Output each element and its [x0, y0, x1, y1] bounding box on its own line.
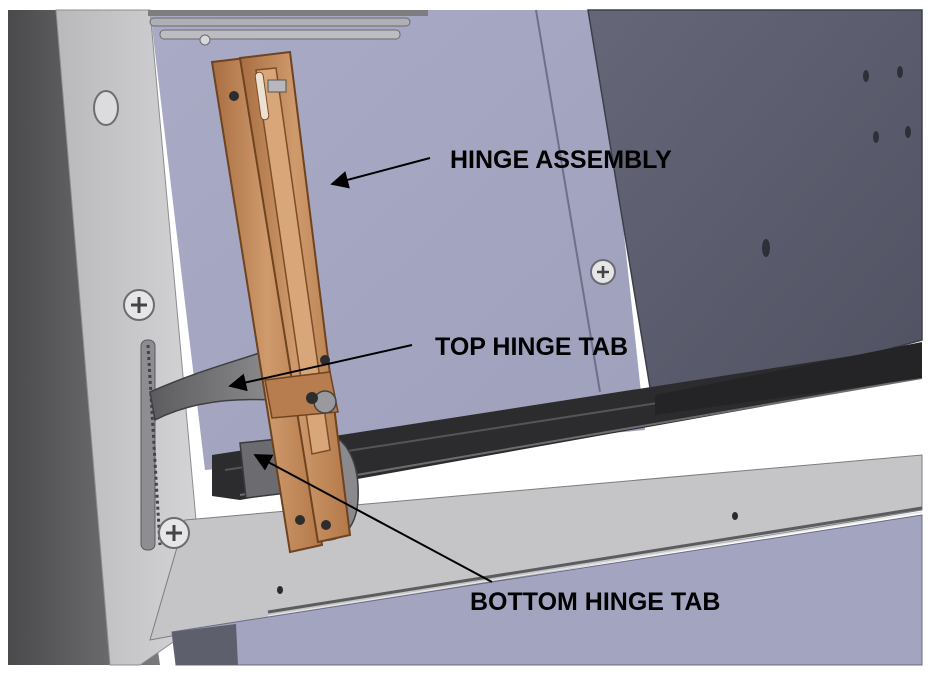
panel-holes [762, 66, 911, 257]
top-rollers [148, 10, 428, 46]
hinge-assembly [210, 50, 352, 554]
dark-panel [587, 9, 923, 413]
label-top-hinge-tab: TOP HINGE TAB [435, 333, 628, 361]
frame-hole [93, 90, 119, 126]
bottom-rod [267, 506, 923, 614]
screw-icon [158, 517, 190, 549]
shelf-hole [277, 586, 283, 594]
label-hinge-assembly: HINGE ASSEMBLY [450, 146, 672, 174]
shelf-hole [732, 512, 738, 520]
screw-icon [123, 289, 155, 321]
front-panel-edge [172, 624, 238, 665]
rail-end [655, 342, 922, 415]
arrow-top-hinge-tab [228, 344, 413, 392]
arrow-hinge-assembly [330, 157, 431, 189]
arrow-bottom-hinge-tab [253, 454, 493, 583]
panel-seam [535, 9, 601, 393]
label-bottom-hinge-tab: BOTTOM HINGE TAB [470, 588, 720, 616]
screw-icon [590, 259, 616, 285]
frame-slot [140, 339, 156, 551]
side-frame [55, 9, 206, 666]
